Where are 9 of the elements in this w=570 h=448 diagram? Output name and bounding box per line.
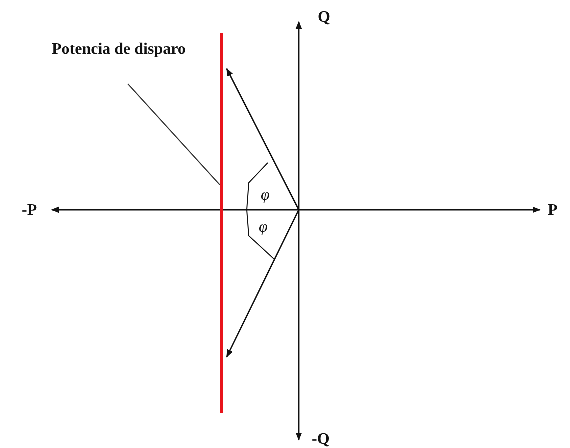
axis-label: Q (318, 8, 330, 27)
axis-label: -P (22, 201, 38, 220)
callout-text: Potencia de disparo (52, 40, 192, 59)
axis-label: -Q (312, 430, 330, 448)
leader-line (128, 84, 220, 186)
angle-symbol: φ (261, 186, 270, 205)
trip-line (220, 33, 223, 413)
axis-label: P (548, 201, 558, 220)
angle-symbol: φ (259, 218, 268, 237)
